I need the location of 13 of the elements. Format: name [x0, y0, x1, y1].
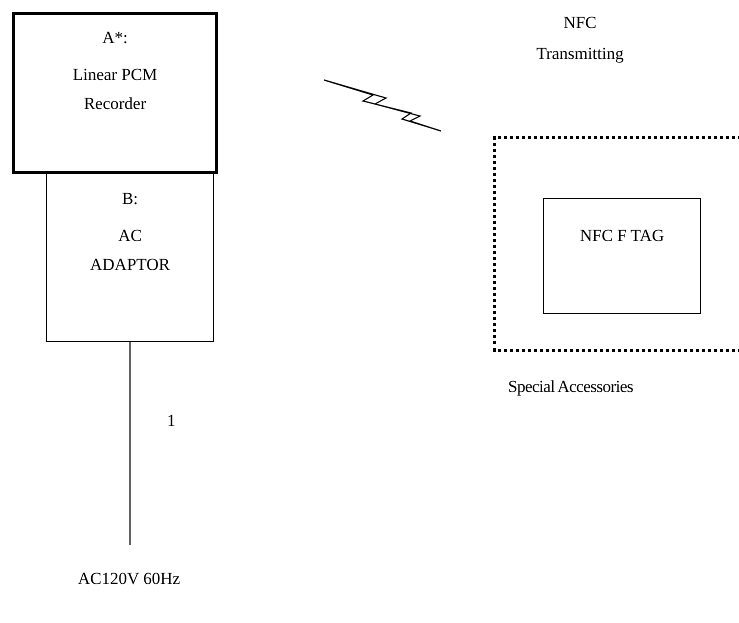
device-box	[12, 12, 218, 174]
box-text: AC ADAPTOR	[89, 225, 171, 276]
component-box	[46, 173, 214, 342]
box-text: NFC F TAG	[578, 225, 666, 247]
supply-label: AC120V 60Hz	[69, 563, 189, 594]
component-box	[543, 198, 701, 314]
transmit-label: NFC Transmitting	[535, 12, 625, 65]
edge-label: 1	[167, 411, 175, 431]
power-cable-line	[129, 342, 131, 545]
group-caption: Special Accessories	[508, 377, 634, 397]
box-heading: B:	[120, 188, 140, 210]
box-text: Linear PCM Recorder	[72, 64, 158, 115]
box-heading: A*:	[101, 27, 129, 49]
